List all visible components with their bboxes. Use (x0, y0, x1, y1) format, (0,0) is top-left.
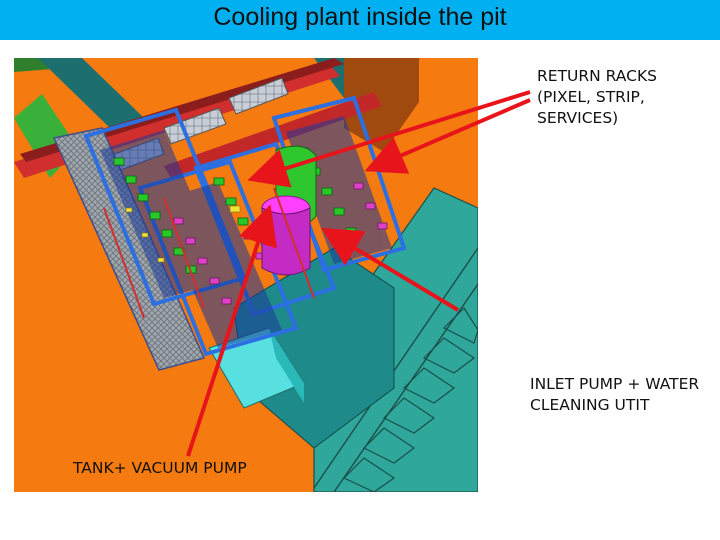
inlet-pump-line-1: INLET PUMP + WATER (530, 375, 700, 393)
inlet-pump-line-2: CLEANING UTIT (530, 396, 650, 414)
title-bar (0, 0, 720, 40)
slide-title: Cooling plant inside the pit (213, 3, 507, 31)
return-racks-label: RETURN RACKS (PIXEL, STRIP, SERVICES) (537, 66, 717, 129)
return-racks-line-3: SERVICES) (537, 109, 619, 127)
tank-line-1: TANK+ VACUUM PUMP (73, 459, 247, 477)
inlet-pump-label: INLET PUMP + WATER CLEANING UTIT (530, 374, 720, 416)
return-racks-line-2: (PIXEL, STRIP, (537, 88, 645, 106)
return-racks-line-1: RETURN RACKS (537, 67, 657, 85)
cooling-plant-render-image (14, 58, 478, 492)
render-svg (14, 58, 478, 492)
tank-label: TANK+ VACUUM PUMP (73, 458, 333, 479)
